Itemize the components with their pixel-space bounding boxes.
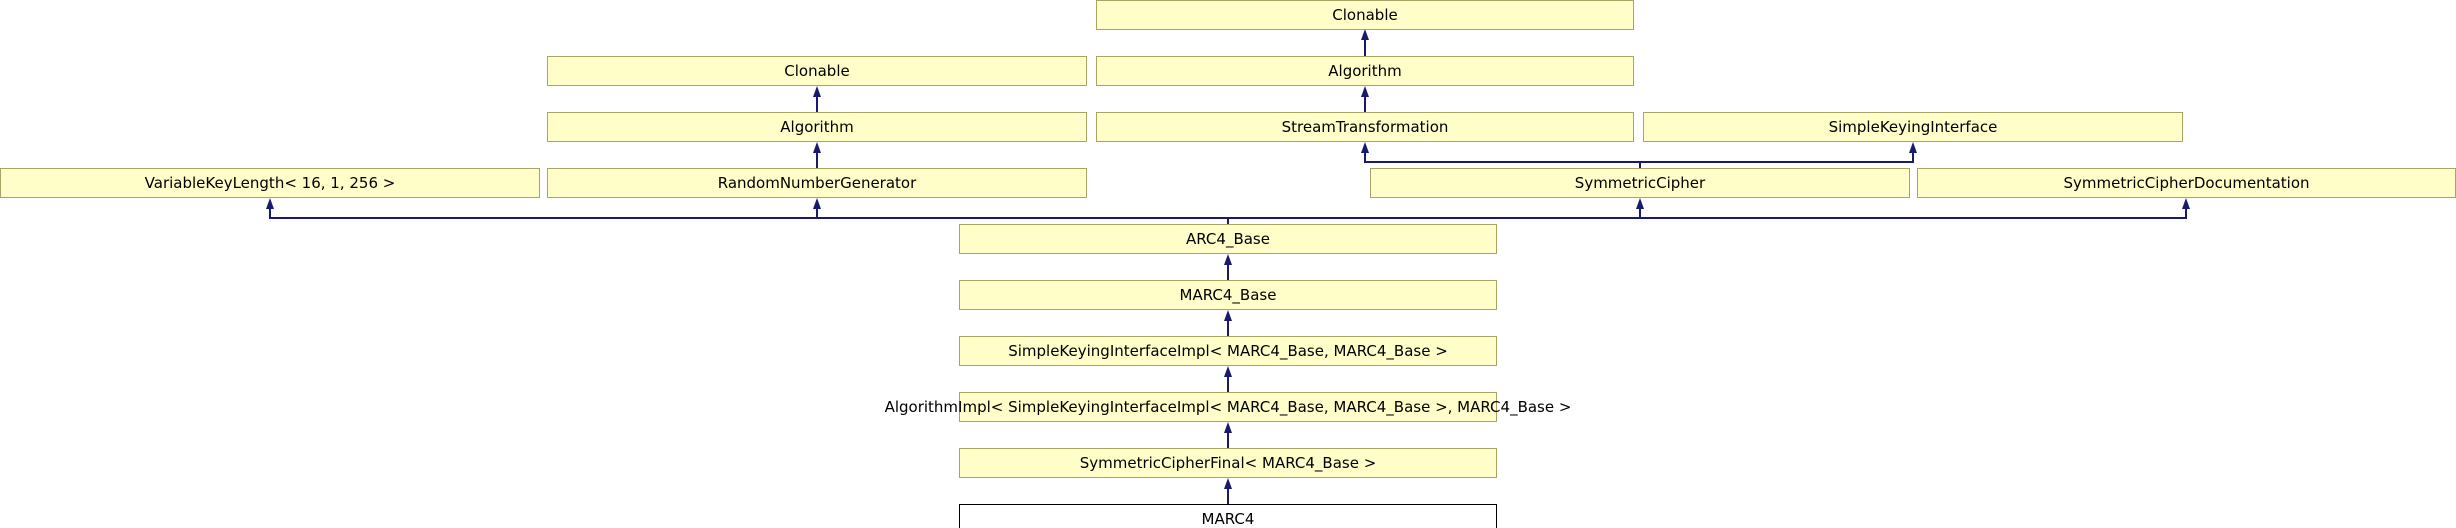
class-node-arc4_base[interactable]: ARC4_Base	[959, 224, 1497, 254]
class-node-clonable_top[interactable]: Clonable	[1096, 0, 1634, 30]
edge-marc4base-to-arc4base	[1224, 254, 1232, 280]
edge-simplekeyinginterfaceimpl-to-marc4base	[1224, 310, 1232, 336]
class-node-label: SymmetricCipherFinal< MARC4_Base >	[1079, 453, 1377, 472]
class-node-label: RandomNumberGenerator	[717, 173, 917, 192]
edge-marc4-to-symmetriccipherfinal	[1224, 478, 1232, 504]
class-node-simplekeyinginterface[interactable]: SimpleKeyingInterface	[1643, 112, 2183, 142]
class-node-randomnumbergenerator[interactable]: RandomNumberGenerator	[547, 168, 1087, 198]
class-node-label: StreamTransformation	[1281, 117, 1449, 136]
class-node-marc4[interactable]: MARC4	[959, 504, 1497, 528]
class-node-streamtransformation[interactable]: StreamTransformation	[1096, 112, 1634, 142]
class-node-algorithmimpl[interactable]: AlgorithmImpl< SimpleKeyingInterfaceImpl…	[885, 392, 1571, 422]
class-node-clonable_left[interactable]: Clonable	[547, 56, 1087, 86]
class-node-label: VariableKeyLength< 16, 1, 256 >	[144, 173, 396, 192]
class-node-marc4_base[interactable]: MARC4_Base	[959, 280, 1497, 310]
class-node-label: Algorithm	[780, 117, 854, 136]
edge-algorithm-left-to-clonable-left	[813, 86, 821, 112]
class-node-symmetriccipherfinal[interactable]: SymmetricCipherFinal< MARC4_Base >	[959, 448, 1497, 478]
class-node-variablekeylength[interactable]: VariableKeyLength< 16, 1, 256 >	[0, 168, 540, 198]
edge-algorithmimpl-to-simplekeyinginterfaceimpl	[1224, 366, 1232, 392]
class-node-label: SymmetricCipherDocumentation	[2063, 173, 2310, 192]
class-node-algorithm_left[interactable]: Algorithm	[547, 112, 1087, 142]
class-node-label: Clonable	[784, 61, 850, 80]
edge-streamtransformation-to-algorithm	[1361, 86, 1369, 112]
class-node-symmetriccipher[interactable]: SymmetricCipher	[1370, 168, 1910, 198]
edge-symmetriccipher-bus	[1361, 142, 1917, 168]
class-node-label: ARC4_Base	[1186, 229, 1270, 248]
class-node-label: AlgorithmImpl< SimpleKeyingInterfaceImpl…	[884, 397, 1572, 416]
class-node-label: Clonable	[1332, 5, 1398, 24]
edge-arc4base-bus	[266, 198, 2190, 224]
class-node-label: MARC4_Base	[1179, 285, 1277, 304]
class-node-label: Algorithm	[1328, 61, 1402, 80]
class-node-label: SimpleKeyingInterfaceImpl< MARC4_Base, M…	[1008, 341, 1448, 360]
class-node-algorithm_right[interactable]: Algorithm	[1096, 56, 1634, 86]
class-node-label: SimpleKeyingInterface	[1828, 117, 1998, 136]
class-node-simplekeyinginterfaceimpl[interactable]: SimpleKeyingInterfaceImpl< MARC4_Base, M…	[959, 336, 1497, 366]
edge-symmetriccipherfinal-to-algorithmimpl	[1224, 422, 1232, 448]
class-node-label: SymmetricCipher	[1574, 173, 1706, 192]
class-node-symmetriccipherdoc[interactable]: SymmetricCipherDocumentation	[1917, 168, 2456, 198]
edge-algorithm-to-clonable-top	[1361, 29, 1369, 56]
edge-randomnumbergenerator-to-algorithm-left	[813, 142, 821, 168]
class-node-label: MARC4	[1201, 509, 1255, 528]
